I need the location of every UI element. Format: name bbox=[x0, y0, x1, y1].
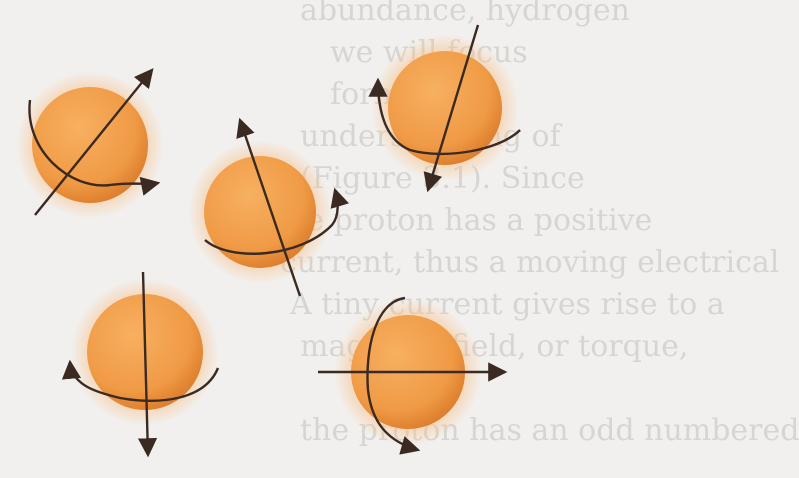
spinning-protons-illustration bbox=[16, 24, 521, 458]
proton-bottom-left bbox=[61, 271, 220, 458]
bg-line: current, thus a moving electrical bbox=[280, 245, 780, 280]
proton-top-left bbox=[16, 68, 164, 219]
proton-top-right bbox=[368, 24, 521, 193]
proton-center bbox=[188, 117, 350, 297]
proton-bottom-right bbox=[318, 296, 508, 455]
bg-line: abundance, hydrogen bbox=[300, 0, 630, 28]
